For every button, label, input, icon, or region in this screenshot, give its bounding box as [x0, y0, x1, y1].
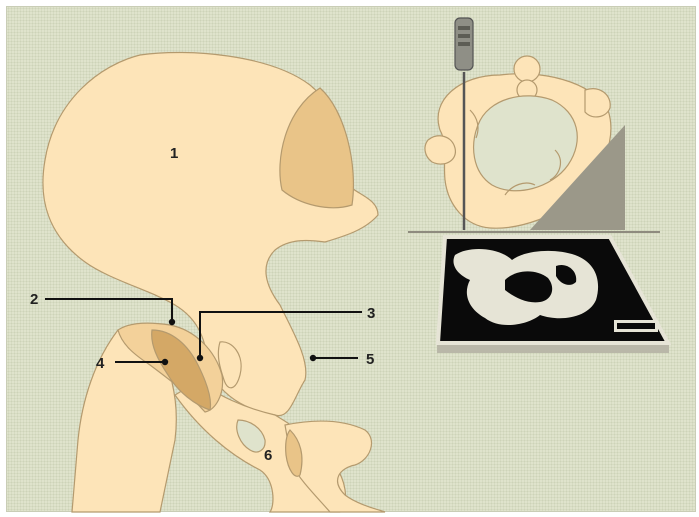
label-2: 2: [30, 291, 38, 308]
label-5: 5: [366, 351, 374, 368]
hip-bone-illustration: [43, 53, 385, 512]
label-4: 4: [96, 355, 105, 372]
ultrasound-scan-icon: [437, 237, 669, 353]
label-1: 1: [170, 145, 178, 162]
probe-icon: [455, 18, 473, 70]
leader-line-2: [45, 299, 172, 322]
label-3: 3: [367, 305, 375, 322]
scan-illustration: [408, 18, 669, 353]
label-6: 6: [264, 447, 272, 464]
